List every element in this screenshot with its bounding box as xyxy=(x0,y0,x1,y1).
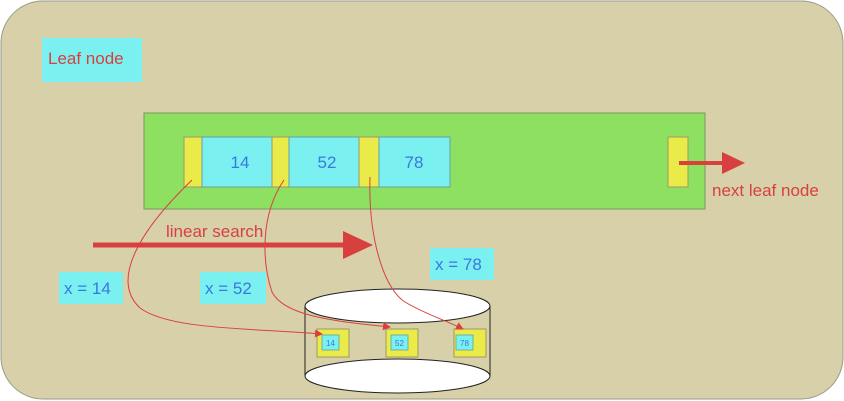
linear-search-label: linear search xyxy=(166,222,263,241)
next-leaf-label: next leaf node xyxy=(712,181,819,200)
x-label-box-2 xyxy=(200,272,266,304)
record-label-2: 52 xyxy=(395,339,404,348)
title-label-box xyxy=(42,38,142,82)
record-label-1: 14 xyxy=(326,339,335,348)
title-label: Leaf node xyxy=(48,49,124,68)
pointer-cell-3 xyxy=(358,136,380,188)
key-label-3: 78 xyxy=(405,153,424,172)
linear-search-arrow-head xyxy=(343,231,373,259)
record-label-3: 78 xyxy=(460,339,469,348)
x-label-box-1 xyxy=(59,272,123,304)
record-key-box-2 xyxy=(390,334,409,351)
pointer-arrow-2 xyxy=(264,179,391,331)
pointer-arrow-1 xyxy=(127,179,323,338)
record-key-box-3 xyxy=(455,334,474,351)
pointer-cell-1 xyxy=(183,136,203,188)
x-label-2: x = 52 xyxy=(205,279,252,298)
x-label-1: x = 14 xyxy=(64,279,111,298)
key-label-1: 14 xyxy=(231,153,250,172)
key-label-2: 52 xyxy=(318,153,337,172)
x-label-3: x = 78 xyxy=(435,255,482,274)
x-label-box-3 xyxy=(430,248,494,280)
cylinder-top xyxy=(304,288,491,324)
record-key-box-1 xyxy=(321,334,340,351)
pointer-arrow-3 xyxy=(369,176,464,330)
key-cell-3 xyxy=(378,136,451,188)
pointer-cell-2 xyxy=(271,136,290,188)
next-leaf-arrow-head xyxy=(722,152,745,174)
cylinder-bottom xyxy=(304,358,491,394)
